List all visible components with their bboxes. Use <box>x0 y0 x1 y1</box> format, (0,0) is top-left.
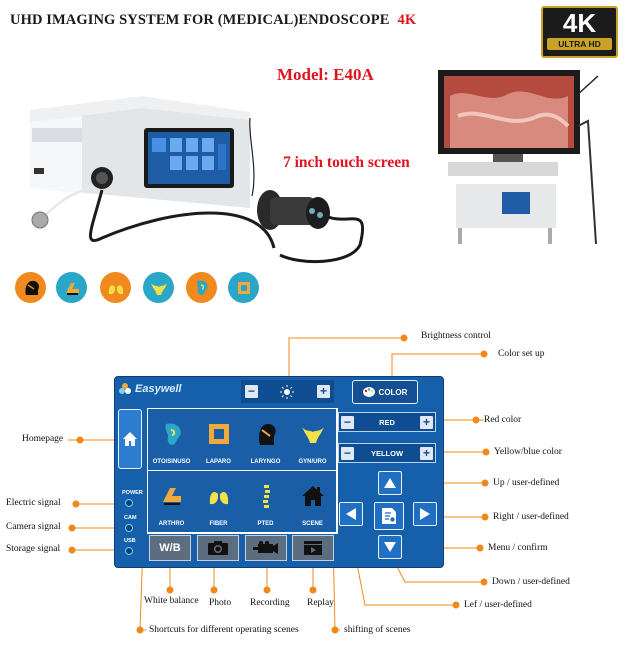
palette-icon <box>362 387 375 397</box>
callout-homepage: Homepage <box>22 434 64 444</box>
callout-left: Lef / user-defined <box>464 600 532 610</box>
arrow-down-icon <box>384 542 396 552</box>
home-button[interactable] <box>118 409 142 469</box>
joint-icon <box>162 488 181 505</box>
callout-replay: Replay <box>307 598 334 608</box>
intestine-icon <box>208 424 229 444</box>
yellow-minus-button[interactable]: − <box>341 446 354 460</box>
left-button[interactable] <box>339 502 363 526</box>
home-icon <box>123 432 137 446</box>
scene-grid: OTO/SINUSO LAPARO LARYNGO GYN/URO ARTHRO… <box>147 408 338 534</box>
usb-indicator <box>125 547 133 555</box>
arrow-left-icon <box>346 508 356 520</box>
red-adjust: − RED + <box>338 412 436 432</box>
scene-laryngo[interactable]: LARYNGO <box>242 409 289 470</box>
callout-white-balance: White balance <box>144 596 199 606</box>
scene-pted[interactable]: PTED <box>242 471 289 532</box>
brand-logo: Easywell <box>118 382 181 396</box>
head-icon <box>258 423 276 445</box>
callout-shifting: shifting of scenes <box>344 625 411 635</box>
uterus-icon <box>143 272 174 303</box>
uterus-icon <box>301 427 324 443</box>
easywell-logo-icon <box>119 383 131 394</box>
menu-settings-icon <box>382 508 396 524</box>
sun-icon <box>280 385 294 399</box>
callout-photo: Photo <box>209 598 232 608</box>
replay-button[interactable] <box>292 535 334 561</box>
white-balance-button[interactable]: W/B <box>149 535 191 561</box>
arrow-right-icon <box>420 508 430 520</box>
usb-label: USB <box>124 538 136 544</box>
camera-head-photo <box>257 190 365 264</box>
callout-shortcuts: Shortcuts for different operating scenes <box>149 625 299 635</box>
video-camera-icon <box>253 541 278 554</box>
callout-recording: Recording <box>250 598 290 608</box>
power-label: POWER <box>122 490 143 496</box>
model-label: Model: E40A <box>277 65 374 84</box>
ear-icon <box>186 272 217 303</box>
right-button[interactable] <box>413 502 437 526</box>
ear-icon <box>165 423 181 445</box>
callout-up: Up / user-defined <box>493 478 560 488</box>
red-minus-button[interactable]: − <box>341 415 354 429</box>
callout-color-setup: Color set up <box>498 349 545 359</box>
color-button[interactable]: COLOR <box>352 380 418 404</box>
cam-indicator <box>125 524 133 532</box>
scene-arthro[interactable]: ARTHRO <box>148 471 195 532</box>
brightness-minus-button[interactable]: − <box>245 385 258 398</box>
menu-confirm-button[interactable] <box>374 502 404 530</box>
callout-menu: Menu / confirm <box>488 543 548 553</box>
lungs-icon <box>100 272 131 303</box>
scene-fiber[interactable]: FIBER <box>195 471 242 532</box>
camera-icon <box>208 541 228 555</box>
4k-ultra-hd-logo: 4K ULTRA HD <box>541 6 618 58</box>
home-scene-icon <box>301 486 324 506</box>
yellow-adjust: − YELLOW + <box>338 443 436 463</box>
spine-icon <box>262 485 270 508</box>
up-button[interactable] <box>378 471 402 495</box>
callout-yellow-blue: Yellow/blue color <box>494 447 562 457</box>
photo-button[interactable] <box>197 535 239 561</box>
tower-cart-photo <box>438 70 599 244</box>
recording-button[interactable] <box>245 535 287 561</box>
down-button[interactable] <box>378 535 402 559</box>
power-indicator <box>125 499 133 507</box>
arrow-up-icon <box>384 478 396 488</box>
intestine-icon <box>228 272 259 303</box>
screen-caption: 7 inch touch screen <box>283 154 410 171</box>
callout-storage: Storage signal <box>6 544 61 554</box>
joint-icon <box>56 272 87 303</box>
callout-down: Down / user-defined <box>492 577 570 587</box>
lungs-icon <box>209 487 228 505</box>
callout-camera: Camera signal <box>6 522 61 532</box>
callout-red: Red color <box>484 415 522 425</box>
page-title: UHD IMAGING SYSTEM FOR (MEDICAL)ENDOSCOP… <box>10 12 417 28</box>
endoscope-unit-photo <box>30 96 276 249</box>
yellow-plus-button[interactable]: + <box>420 446 433 460</box>
clapperboard-icon <box>304 541 322 555</box>
callout-electric: Electric signal <box>6 498 61 508</box>
scene-laparo[interactable]: LAPARO <box>195 409 242 470</box>
brightness-plus-button[interactable]: + <box>317 385 330 398</box>
callout-brightness: Brightness control <box>421 331 491 341</box>
head-icon <box>15 272 46 303</box>
scene-oto-sinuso[interactable]: OTO/SINUSO <box>148 409 195 470</box>
scene-gyn-uro[interactable]: GYN/URO <box>289 409 336 470</box>
scene-switch[interactable]: SCENE <box>289 471 336 532</box>
red-plus-button[interactable]: + <box>420 415 433 429</box>
callout-right: Right / user-defined <box>493 512 569 522</box>
cam-label: CAM <box>124 515 137 521</box>
